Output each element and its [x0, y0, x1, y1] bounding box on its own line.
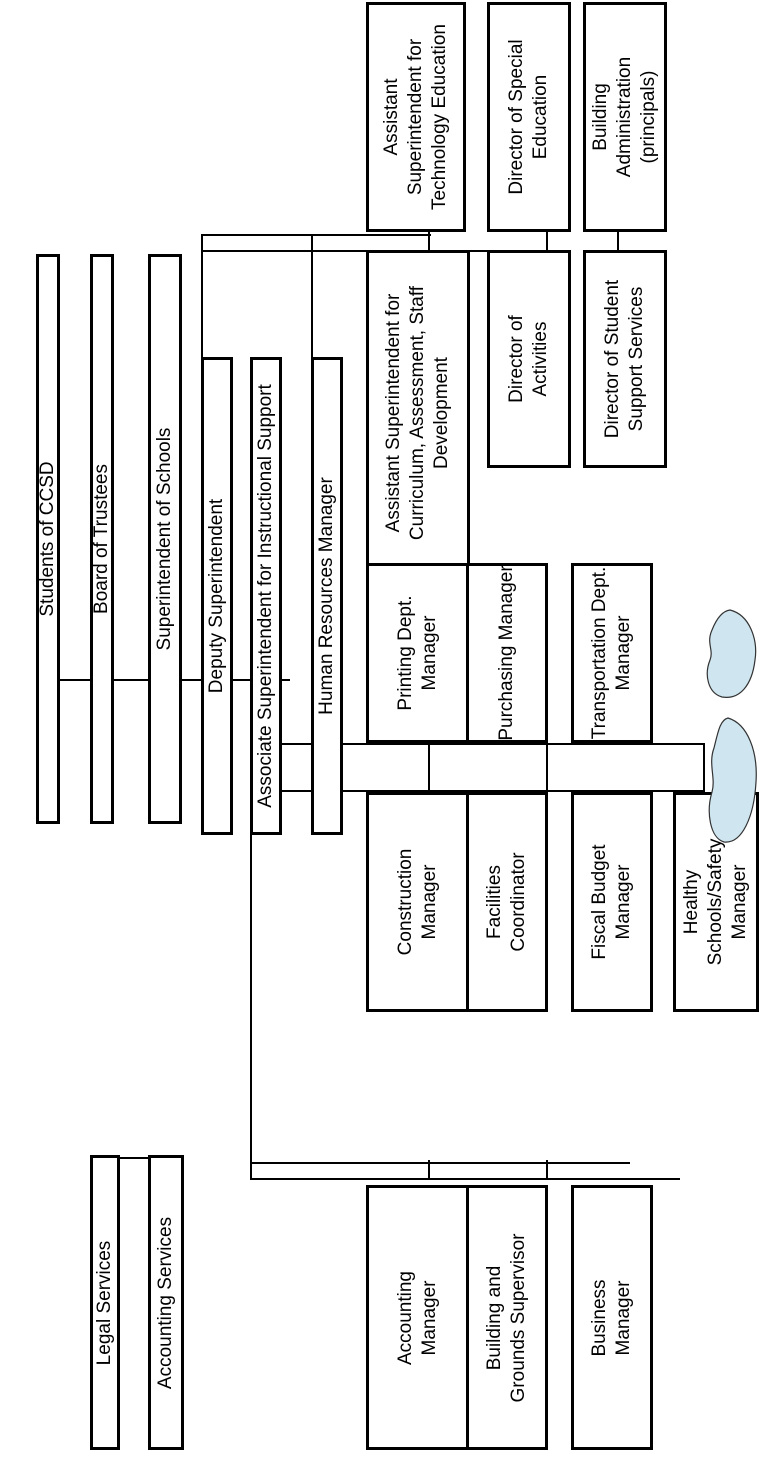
accounting-manager-box: Accounting Manager	[366, 1185, 470, 1450]
dir-activities-line: Director of	[506, 315, 527, 403]
connector-line	[250, 1162, 630, 1164]
purchasing-line: Purchasing Manager	[496, 565, 517, 741]
superintendent-box: Superintendent of Schools	[148, 254, 182, 824]
superintendent-label: Superintendent of Schools	[154, 427, 175, 651]
construction-box: Construction Manager	[366, 792, 470, 1012]
fiscal-line: Fiscal Budget	[589, 844, 610, 960]
legal-services-label: Legal Services	[94, 1240, 115, 1365]
dir-activities-line: Activities	[530, 321, 551, 397]
associate-box: Associate Superintendent for Instruction…	[250, 357, 282, 835]
transportation-line: Transportation Dept.	[589, 566, 610, 740]
accounting-services-box: Accounting Services	[148, 1155, 184, 1450]
accounting-services-label: Accounting Services	[155, 1216, 176, 1389]
connector-line	[201, 234, 203, 364]
dir-student-support-line: Support Services	[626, 286, 647, 432]
fiscal-line: Manager	[613, 864, 634, 940]
connector-line	[546, 740, 548, 792]
dir-activities-box: Director of Activities	[487, 250, 571, 468]
asst-curriculum-box: Assistant Superintendent for Curriculum,…	[366, 250, 470, 575]
accounting-manager-line: Accounting	[395, 1270, 416, 1365]
building-admin-box: Building Administration (principals)	[583, 2, 667, 232]
connector-line	[250, 743, 252, 1180]
connector-line	[546, 1160, 548, 1180]
healthy-line: Healthy	[681, 869, 702, 935]
connector-line	[428, 740, 430, 792]
connector-line	[250, 790, 705, 792]
asst-tech-line: Technology Education	[429, 24, 450, 210]
hr-label: Human Resources Manager	[316, 477, 337, 715]
asst-curriculum-line: Development	[431, 356, 452, 469]
dir-sped-box: Director of Special Education	[487, 2, 571, 232]
students-label: Students of CCSD	[37, 461, 58, 617]
connector-line	[546, 232, 548, 252]
connector-line	[428, 1160, 430, 1180]
business-manager-box: Business Manager	[571, 1185, 653, 1450]
board-label: Board of Trustees	[91, 464, 112, 614]
printing-box: Printing Dept. Manager	[366, 563, 470, 743]
printing-line: Printing Dept.	[395, 595, 416, 711]
building-grounds-box: Building and Grounds Supervisor	[466, 1185, 548, 1450]
students-box: Students of CCSD	[36, 254, 60, 824]
facilities-box: Facilities Coordinator	[466, 792, 548, 1012]
building-admin-line: Building	[590, 83, 611, 151]
building-grounds-line: Building and	[484, 1265, 505, 1370]
accounting-manager-line: Manager	[419, 1280, 440, 1356]
transportation-line: Manager	[613, 615, 634, 691]
construction-line: Construction	[395, 848, 416, 956]
connector-line	[703, 743, 705, 792]
dir-student-support-line: Director of Student	[602, 279, 623, 439]
associate-label: Associate Superintendent for Instruction…	[255, 384, 276, 808]
dir-student-support-box: Director of Student Support Services	[583, 250, 667, 468]
purchasing-box: Purchasing Manager	[466, 563, 548, 743]
connector-line	[90, 1157, 180, 1159]
construction-line: Manager	[419, 864, 440, 940]
building-grounds-line: Grounds Supervisor	[508, 1233, 529, 1402]
connector-line	[250, 743, 705, 745]
globe-icon	[706, 609, 757, 698]
facilities-line: Coordinator	[508, 852, 529, 952]
connector-line	[250, 1178, 680, 1180]
business-manager-line: Business	[589, 1278, 610, 1357]
asst-tech-line: Assistant	[381, 78, 402, 156]
fiscal-box: Fiscal Budget Manager	[571, 792, 653, 1012]
deputy-label: Deputy Superintendent	[206, 498, 227, 694]
printing-line: Manager	[419, 615, 440, 691]
transportation-box: Transportation Dept. Manager	[571, 563, 653, 743]
facilities-line: Facilities	[484, 865, 505, 939]
legal-services-box: Legal Services	[90, 1155, 120, 1450]
asst-tech-box: Assistant Superintendent for Technology …	[366, 2, 466, 232]
connector-line	[617, 232, 619, 252]
connector-line	[311, 234, 313, 364]
board-box: Board of Trustees	[90, 254, 114, 824]
hr-box: Human Resources Manager	[311, 357, 343, 835]
dir-sped-line: Education	[530, 74, 551, 160]
building-admin-line: Administration	[614, 56, 635, 178]
healthy-line: Manager	[729, 864, 750, 940]
deputy-box: Deputy Superintendent	[201, 357, 233, 835]
business-manager-line: Manager	[613, 1280, 634, 1356]
building-admin-line: (principals)	[638, 70, 659, 164]
asst-curriculum-line: Curriculum, Assessment, Staff	[407, 285, 428, 540]
asst-curriculum-line: Assistant Superintendent for	[383, 293, 404, 532]
asst-tech-line: Superintendent for	[405, 38, 426, 196]
globe-icon	[708, 717, 757, 843]
dir-sped-line: Director of Special	[506, 39, 527, 195]
connector-line	[201, 234, 431, 236]
connector-line	[428, 232, 430, 252]
healthy-line: Schools/Safety	[705, 838, 726, 966]
